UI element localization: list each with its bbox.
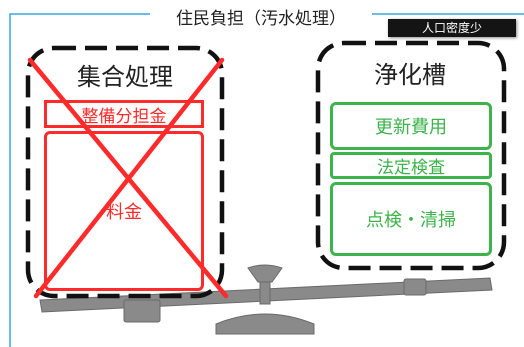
left-dashed-frame	[25, 45, 225, 299]
scale-pivot-top	[247, 264, 283, 283]
right-foot	[403, 278, 427, 296]
left-foot	[123, 299, 161, 323]
scale-post	[259, 281, 271, 305]
right-item-inspection-cleaning: 点検・清掃	[330, 182, 492, 256]
diagram-title: 住民負担（汚水処理）	[150, 8, 372, 30]
left-item-fee: 料金	[44, 131, 204, 291]
right-item-renewal-cost: 更新費用	[330, 102, 492, 150]
right-dashed-frame	[315, 40, 507, 271]
density-badge: 人口密度少	[388, 19, 516, 37]
balance-scale	[39, 264, 493, 335]
outer-frame-line	[9, 13, 524, 347]
cross-line-2	[33, 57, 225, 299]
left-heading: 集合処理	[77, 63, 173, 91]
scale-base	[215, 313, 315, 335]
right-item-legal-inspection: 法定検査	[330, 152, 492, 179]
right-heading: 浄化槽	[374, 61, 446, 89]
